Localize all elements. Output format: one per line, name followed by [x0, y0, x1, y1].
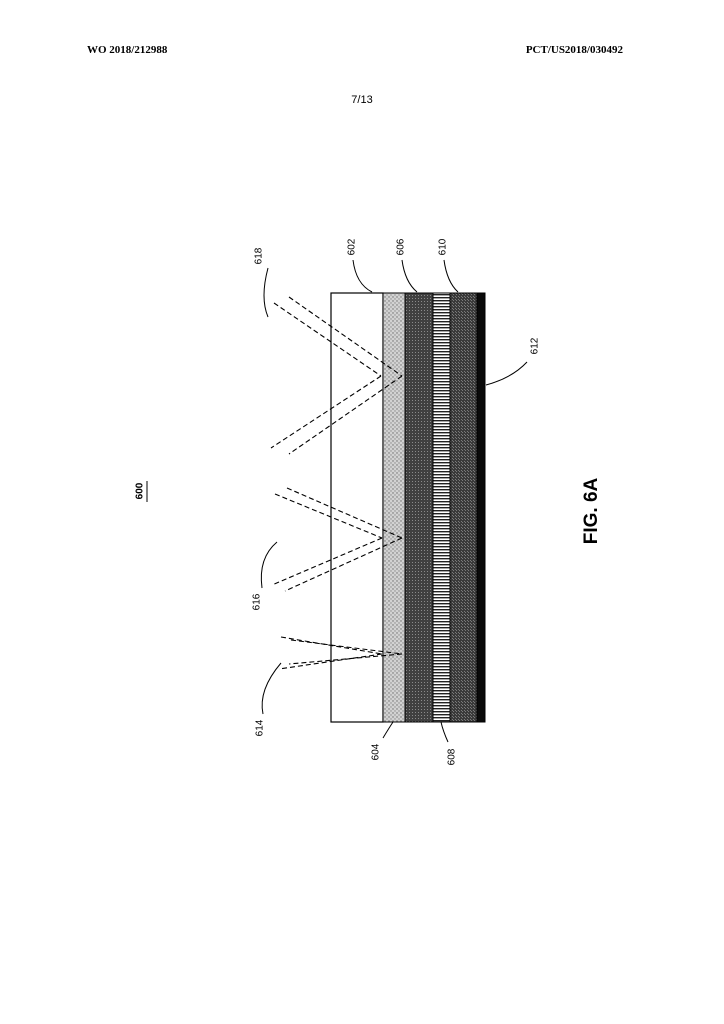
label-610: 610 [438, 238, 449, 255]
layer-608 [433, 293, 450, 722]
figure-title: FIG. 6A [581, 477, 602, 544]
layer-612 [477, 293, 485, 722]
label-606: 606 [396, 238, 407, 255]
layer-606 [405, 293, 433, 722]
figure-ref-600: 600 [135, 482, 146, 499]
layer-610 [450, 293, 477, 722]
layer-604 [383, 293, 405, 722]
label-612: 612 [530, 337, 541, 354]
label-602: 602 [347, 238, 358, 255]
label-618: 618 [254, 247, 265, 264]
label-608: 608 [447, 748, 458, 765]
label-604: 604 [371, 743, 382, 760]
label-614: 614 [255, 719, 266, 736]
label-616: 616 [252, 593, 263, 610]
